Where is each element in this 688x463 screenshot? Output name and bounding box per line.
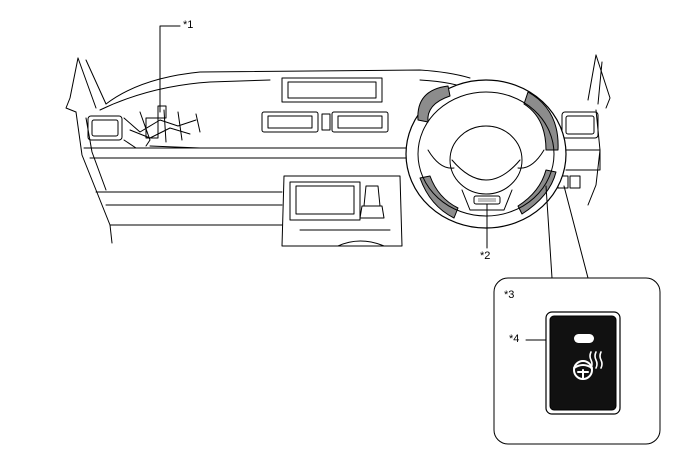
indicator-light-icon xyxy=(574,334,594,343)
center-air-vents xyxy=(261,111,389,133)
left-air-vent xyxy=(87,115,123,141)
switch-detail-box xyxy=(493,277,661,445)
leader-lines xyxy=(159,25,589,341)
heated-steering-wheel-icon xyxy=(573,351,603,380)
callout-label-1: *1 xyxy=(183,19,194,31)
callout-label-3: *3 xyxy=(504,289,515,301)
callout-label-2: *2 xyxy=(480,250,491,262)
callout-label-4: *4 xyxy=(509,333,520,345)
wiring-harness xyxy=(123,105,201,149)
steering-wheel xyxy=(405,79,567,229)
center-display xyxy=(281,77,383,103)
center-console xyxy=(281,175,403,247)
heated-steering-wheel-switch xyxy=(545,311,621,415)
right-air-vent xyxy=(561,111,599,139)
